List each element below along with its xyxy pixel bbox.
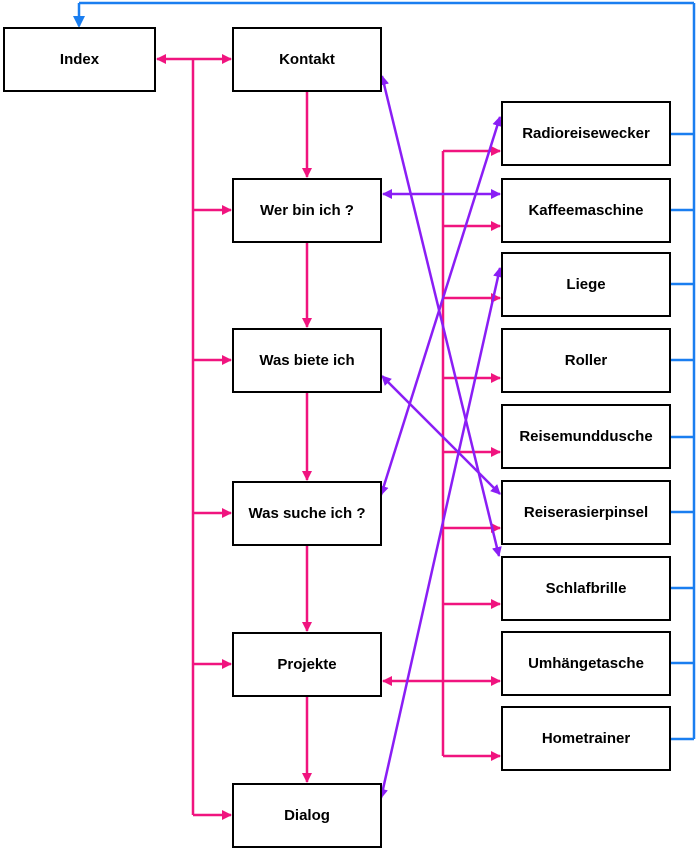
was-biete-ich-node[interactable]: Was biete ich (232, 328, 382, 393)
index-node[interactable]: Index (3, 27, 156, 92)
liege-node[interactable]: Liege (501, 252, 671, 317)
hometrainer-node[interactable]: Hometrainer (501, 706, 671, 771)
purple-cross-links (378, 75, 503, 799)
was-suche-ich-node[interactable]: Was suche ich ? (232, 481, 382, 546)
dialog-node[interactable]: Dialog (232, 783, 382, 848)
wer-bin-ich-node[interactable]: Wer bin ich ? (232, 178, 382, 243)
schlafbrille-node[interactable]: Schlafbrille (501, 556, 671, 621)
umhaengetasche-node[interactable]: Umhängetasche (501, 631, 671, 696)
kontakt-node[interactable]: Kontakt (232, 27, 382, 92)
reiserasierpinsel-node[interactable]: Reiserasierpinsel (501, 480, 671, 545)
roller-node[interactable]: Roller (501, 328, 671, 393)
radioreisewecker-node[interactable]: Radioreisewecker (501, 101, 671, 166)
kaffeemaschine-node[interactable]: Kaffeemaschine (501, 178, 671, 243)
reisemunddusche-node[interactable]: Reisemunddusche (501, 404, 671, 469)
pink-product-bus (382, 146, 501, 761)
projekte-node[interactable]: Projekte (232, 632, 382, 697)
blue-return-connector (73, 1, 696, 741)
pink-index-bus (156, 54, 232, 820)
